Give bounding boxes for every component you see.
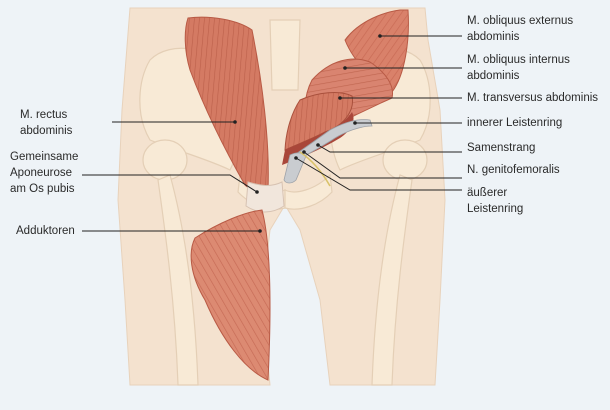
label-samenstrang: Samenstrang — [467, 142, 536, 154]
label-transversus: M. transversus abdominis — [467, 92, 599, 104]
label-aeusserer-leistenring: äußerer Leistenring — [467, 187, 524, 215]
adductor-muscles — [190, 209, 271, 381]
label-innerer-leistenring: innerer Leistenring — [467, 117, 563, 129]
label-obliquus-externus: M. obliquus externus abdominis — [467, 15, 574, 43]
spermatic-cord — [289, 119, 373, 163]
label-adduktoren: Adduktoren — [16, 225, 75, 237]
aponeurosis — [245, 181, 285, 213]
genitofemoral-nerve — [299, 151, 331, 187]
label-obliquus-internus: M. obliquus internus abdominis — [467, 54, 570, 82]
label-aponeurose: Gemeinsame Aponeurose am Os pubis — [10, 151, 79, 195]
leader-lines — [82, 35, 462, 232]
label-genitofemoralis: N. genitofemoralis — [467, 164, 560, 176]
leader-dots — [233, 34, 382, 233]
label-rectus: M. rectus abdominis — [20, 109, 73, 137]
